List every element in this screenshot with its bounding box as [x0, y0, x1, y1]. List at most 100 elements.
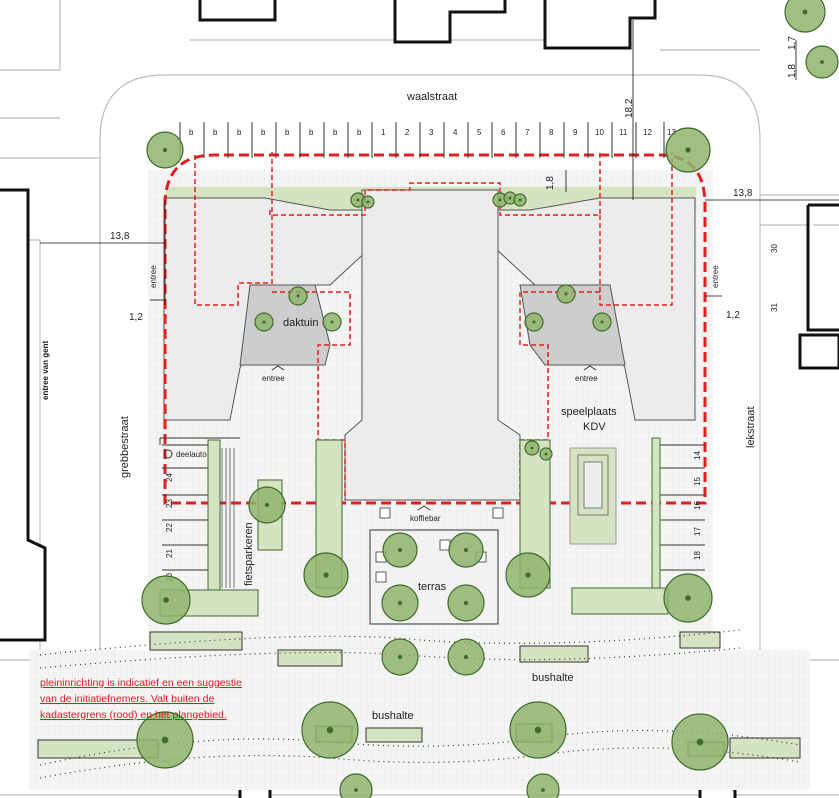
tree-trunk: [397, 600, 403, 606]
roof-garden-left: [239, 284, 331, 366]
parking-slot-label-right: 16: [693, 501, 702, 510]
tree-trunk: [518, 198, 522, 202]
tree-trunk: [356, 198, 360, 202]
tree-trunk: [685, 595, 691, 601]
parking-slot-label: b: [285, 128, 290, 137]
parking-slot-label: 3: [429, 128, 434, 137]
dim-13-8-east: 13,8: [733, 188, 753, 199]
dim-1-8-mid: 1,8: [545, 176, 556, 190]
tree-trunk: [820, 60, 824, 64]
bicycle-racks: [221, 448, 235, 588]
street-label-waalstraat: waalstraat: [406, 91, 457, 103]
dim-1-2-west: 1,2: [129, 312, 143, 323]
dimension-lines: [40, 20, 839, 305]
tree-trunk: [541, 788, 545, 792]
parking-slot-label: 12: [643, 128, 652, 137]
parking-slot-label: b: [357, 128, 362, 137]
parking-slot-label: 11: [619, 128, 628, 137]
cadastral-boundary: [163, 153, 707, 505]
label-bushalte-south: bushalte: [372, 710, 414, 722]
tree-trunk: [525, 572, 531, 578]
label-kdv: KDV: [583, 421, 606, 433]
parking-slot-label: b: [213, 128, 218, 137]
tree-trunk: [544, 452, 548, 456]
label-terras: terras: [418, 581, 447, 593]
tree-trunk: [534, 726, 542, 734]
dim-1-7: 1,7: [787, 36, 798, 50]
dim-13-8-west: 13,8: [110, 231, 130, 242]
playground-equipment-inner: [583, 461, 603, 509]
tree-trunk: [463, 654, 469, 660]
parking-slot-label: b: [309, 128, 314, 137]
tree-trunk: [296, 294, 300, 298]
tree-trunk: [323, 572, 329, 578]
tree-trunk: [330, 320, 334, 324]
tree-trunk: [498, 198, 502, 202]
tree-trunk: [354, 788, 358, 792]
tree: [784, 0, 826, 33]
note-line-3: kadastergrens (rood) en het plangebied.: [40, 709, 227, 721]
note-line-1: pleininrichting is indicatief en een sug…: [40, 677, 242, 689]
entree-right-arrow-icon: [583, 365, 597, 371]
parking-slot-label-left: 22: [165, 523, 174, 532]
parking-slot-label-left: 21: [165, 549, 174, 558]
dim-1-8-ne: 1,8: [787, 64, 798, 78]
label-daktuin: daktuin: [283, 317, 318, 329]
tree-trunk: [532, 320, 536, 324]
parking-slot-label: b: [237, 128, 242, 137]
label-speelplaats: speelplaats: [561, 406, 617, 418]
label-fietsparkeren: fietsparkeren: [243, 522, 255, 586]
roof-garden-right: [519, 284, 626, 366]
label-entree-west: entree: [149, 265, 158, 288]
parking-slot-label: 1: [381, 128, 386, 137]
tree-trunk: [262, 320, 266, 324]
label-bushalte-north: bushalte: [532, 672, 574, 684]
tree-trunk: [530, 446, 534, 450]
street-label-entree-van-gent: entree van gent: [41, 341, 50, 400]
parking-slot-label: b: [333, 128, 338, 137]
tree-trunk: [162, 147, 168, 153]
street-label-lekstraat: lekstraat: [745, 406, 757, 448]
bus-lane-markings: [39, 629, 801, 779]
tree: [339, 773, 373, 798]
tree-trunk: [161, 736, 169, 744]
parking-slot-label: b: [261, 128, 266, 137]
tree-trunk: [397, 654, 403, 660]
parking-slot-label: 10: [595, 128, 604, 137]
tree-trunk: [508, 196, 512, 200]
tree-trunk: [264, 502, 270, 508]
trees: [136, 0, 839, 798]
tree-trunk: [163, 597, 169, 603]
tree-trunk: [600, 320, 604, 324]
parking-slot-label: 5: [477, 128, 482, 137]
label-koffiebar: koffiebar: [410, 514, 441, 523]
tree-trunk: [326, 726, 334, 734]
parking-slot-label: 2: [405, 128, 410, 137]
label-entree-right: entree: [575, 374, 598, 383]
entree-left-arrow-icon: [271, 365, 285, 371]
note-line-2: van de initiatiefnemers. Valt buiten de: [40, 693, 214, 705]
parking-slot-label: 9: [573, 128, 578, 137]
dim-1-2-east: 1,2: [726, 310, 740, 321]
parking-slot-label: 4: [453, 128, 458, 137]
house-number-31: 31: [770, 303, 779, 312]
parking-slot-label-right: 15: [693, 477, 702, 486]
parking-slot-label: 13: [667, 128, 676, 137]
tree-trunk: [685, 147, 691, 153]
deelauto-label: deelauto: [176, 450, 207, 459]
tree-trunk: [802, 9, 808, 15]
parking-slot-label: 8: [549, 128, 554, 137]
label-entree-east: entree: [711, 265, 720, 288]
house-number-30: 30: [770, 244, 779, 253]
dim-18-2: 18,2: [624, 98, 635, 118]
tree-trunk: [397, 547, 403, 553]
tree-trunk: [366, 200, 370, 204]
parking-slot-label: b: [189, 128, 194, 137]
koffiebar-arrow-icon: [417, 505, 431, 511]
tree-trunk: [564, 292, 568, 296]
tree-trunk: [696, 738, 704, 746]
tree-trunk: [463, 547, 469, 553]
